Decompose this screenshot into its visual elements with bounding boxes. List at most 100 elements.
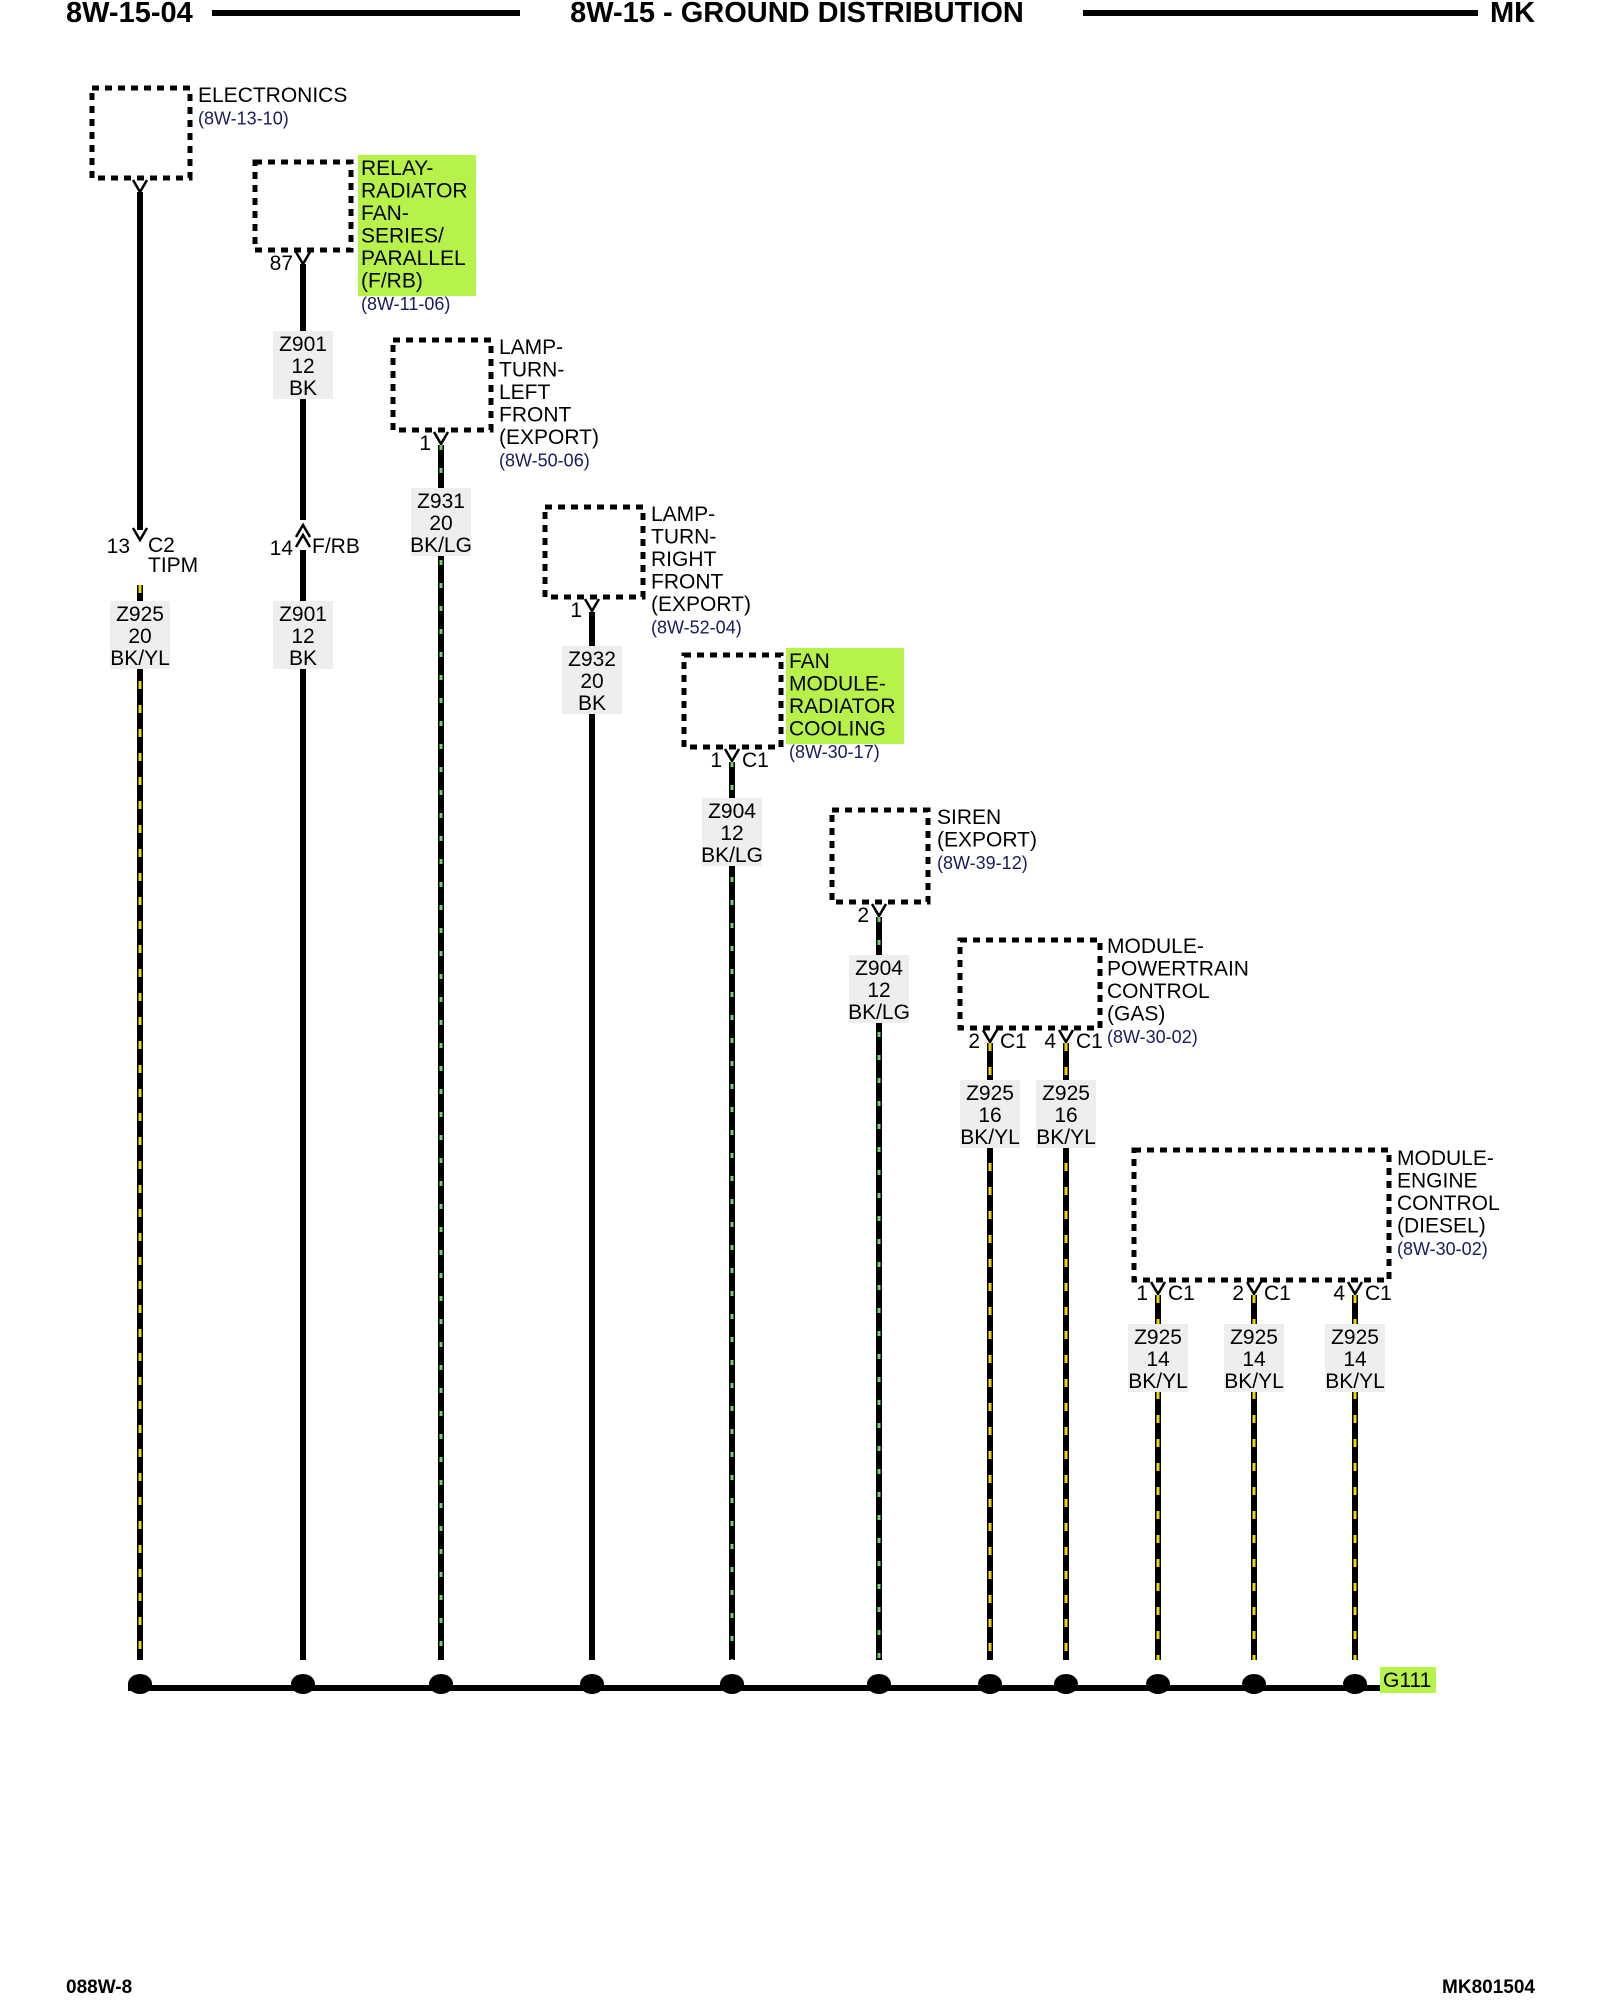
component-label-line: LEFT [499, 381, 551, 404]
component-label-line: ELECTRONICS [198, 84, 347, 107]
component-reference: (8W-30-17) [789, 742, 880, 762]
electronics-pin [131, 179, 149, 195]
component-label-line: FAN [789, 650, 830, 673]
component-label-line: TURN- [499, 359, 564, 382]
wire-gauge: 14 [1242, 1348, 1266, 1371]
splice-7 [978, 1674, 1002, 1694]
splice-3 [429, 1674, 453, 1694]
component-label-line: (F/RB) [361, 270, 423, 293]
wire-circuit: Z932 [568, 648, 616, 671]
label-highlight [786, 648, 904, 744]
wire-label-bg [110, 601, 170, 669]
pin-number: 2 [857, 904, 869, 927]
lamp-left-pin-1: 1 [419, 431, 450, 455]
component-label-line: COOLING [789, 718, 886, 741]
splice-2 [291, 1674, 315, 1694]
pin-number: 1 [419, 432, 431, 455]
component-reference: (8W-30-02) [1397, 1239, 1488, 1259]
wire-color: BK/YL [110, 647, 170, 670]
wire-label-bg [273, 331, 333, 399]
component-label-line: POWERTRAIN [1107, 958, 1249, 981]
component-reference: (8W-30-02) [1107, 1027, 1198, 1047]
wire-circuit: Z925 [966, 1082, 1014, 1105]
wire-gauge: 12 [867, 979, 890, 1002]
wire-circuit: Z901 [279, 603, 327, 626]
component-label-line: FRONT [651, 571, 723, 594]
component-label-line: (GAS) [1107, 1003, 1165, 1026]
component-label-line: TURN- [651, 526, 716, 549]
component-box [89, 85, 193, 181]
wire-color: BK/LG [848, 1001, 910, 1024]
wire-circuit: Z931 [417, 490, 465, 513]
component-box [829, 807, 931, 905]
component-label-line: RIGHT [651, 548, 717, 571]
wire-circuit: Z904 [708, 800, 756, 823]
component-label-line: CONTROL [1107, 980, 1210, 1003]
component-siren: SIREN(EXPORT)(8W-39-12) [829, 806, 1037, 905]
splice-11 [1343, 1674, 1367, 1694]
wire-gauge: 20 [128, 625, 151, 648]
wire-circuit: Z925 [116, 603, 164, 626]
wire-color: BK/YL [1224, 1370, 1284, 1393]
wire-label-bg [849, 955, 909, 1023]
model-code: MK [1490, 0, 1535, 29]
wire-circuit: Z925 [1230, 1326, 1278, 1349]
splice-6 [867, 1674, 891, 1694]
splice-4 [580, 1674, 604, 1694]
component-label-line: SERIES/ [361, 225, 444, 248]
component-label-line: PARALLEL [361, 247, 466, 270]
connector-id: C1 [1168, 1282, 1195, 1305]
wire-circuit: Z904 [855, 957, 903, 980]
wire-gauge: 16 [978, 1104, 1001, 1127]
footer-left-code: 088W-8 [66, 1977, 132, 1998]
component-label-line: RADIATOR [789, 695, 896, 718]
wire-circuit: Z925 [1331, 1326, 1379, 1349]
footer-right-code: MK801504 [1442, 1977, 1535, 1998]
ground-label-highlight [1380, 1667, 1436, 1693]
wire-gauge: 12 [720, 822, 743, 845]
connector-id: C1 [1076, 1030, 1103, 1053]
pin-number: 1 [710, 749, 722, 772]
component-label-line: (DIESEL) [1397, 1215, 1486, 1238]
component-label-line: MODULE- [789, 673, 886, 696]
wire-gauge: 20 [580, 670, 603, 693]
connector-id: C1 [1000, 1030, 1027, 1053]
wire-circuit: Z925 [1134, 1326, 1182, 1349]
wire-label-bg [1325, 1324, 1385, 1392]
wire-label-bg [1128, 1324, 1188, 1392]
component-box [252, 159, 354, 253]
splice-1 [128, 1674, 152, 1694]
component-relay-radiator-fan: RELAY-RADIATORFAN-SERIES/PARALLEL(F/RB)(… [252, 155, 476, 314]
ground-name: G111 [1383, 1669, 1431, 1692]
inline-connector-label: TIPM [148, 554, 198, 577]
siren-pin-2: 2 [857, 903, 888, 927]
wire-color: BK/YL [1036, 1126, 1096, 1149]
pin-number: 4 [1333, 1282, 1345, 1305]
component-box [1131, 1147, 1392, 1283]
pin-number: 4 [1044, 1030, 1056, 1053]
pin-number: 87 [270, 252, 293, 275]
wire-gauge: 16 [1054, 1104, 1077, 1127]
component-reference: (8W-11-06) [361, 294, 450, 314]
component-box [957, 937, 1103, 1031]
pin-number: 2 [1232, 1282, 1244, 1305]
wire-circuit: Z925 [1042, 1082, 1090, 1105]
wire-color: BK/LG [701, 844, 763, 867]
component-label-line: CONTROL [1397, 1192, 1500, 1215]
page-code: 8W-15-04 [66, 0, 193, 29]
splice-8 [1054, 1674, 1078, 1694]
component-label-line: ENGINE [1397, 1170, 1478, 1193]
